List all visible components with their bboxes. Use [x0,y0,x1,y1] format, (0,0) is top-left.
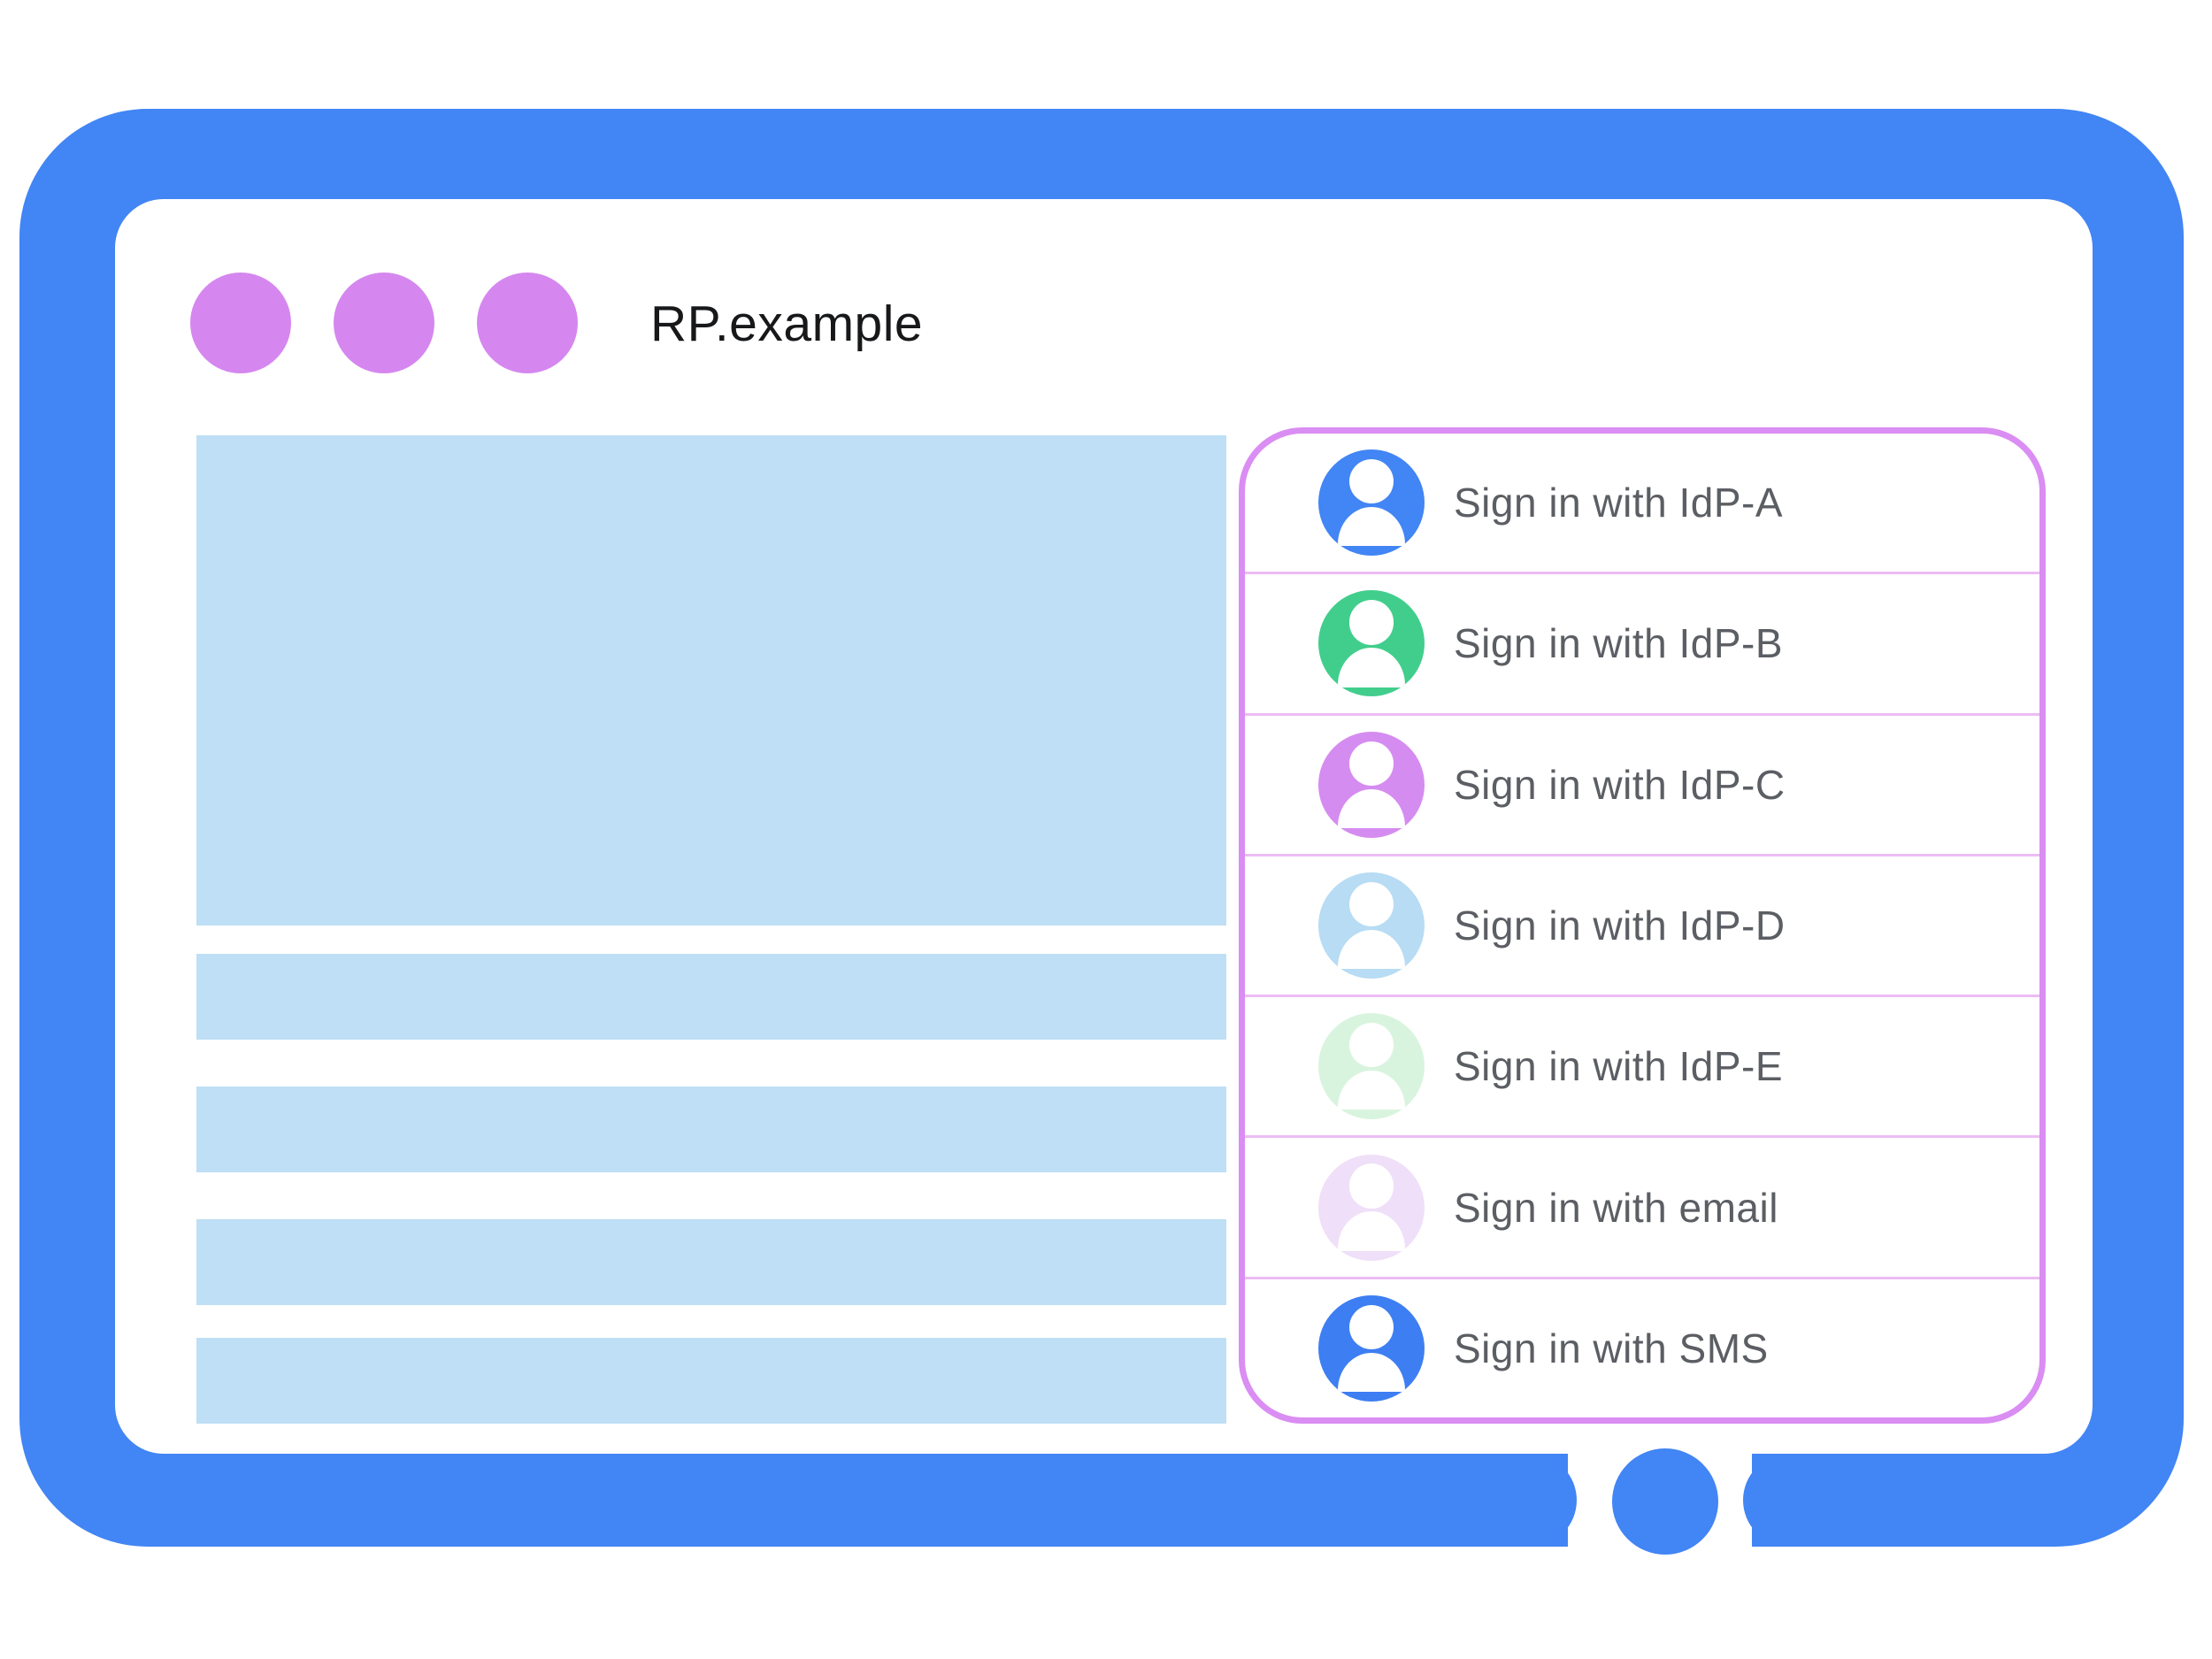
person-icon-head [1348,1164,1394,1209]
signin-option-label: Sign in with IdP-E [1454,1043,1784,1090]
site-title: RP.example [650,296,924,352]
person-icon-head [1348,881,1394,927]
signin-option-label: Sign in with IdP-A [1454,480,1784,526]
signin-option-sms[interactable]: Sign in with SMS [1245,1279,2039,1417]
home-button[interactable] [1612,1448,1718,1555]
person-icon-head [1348,1023,1394,1068]
signin-chooser-panel: Sign in with IdP-A Sign in with IdP-B Si… [1239,427,2046,1424]
signin-option-idp-e[interactable]: Sign in with IdP-E [1245,997,2039,1139]
bezel-cap-right [1743,1454,1840,1547]
person-icon [1318,731,1425,838]
person-icon [1318,590,1425,697]
signin-option-idp-c[interactable]: Sign in with IdP-C [1245,716,2039,856]
person-icon-head [1348,1304,1394,1350]
person-icon-head [1348,458,1394,504]
person-icon-head [1348,741,1394,786]
person-icon-head [1348,600,1394,645]
person-icon [1318,1013,1425,1120]
window-control-dot-1 [190,273,291,373]
person-icon [1318,872,1425,979]
signin-option-label: Sign in with IdP-D [1454,902,1786,949]
person-icon-torso [1337,648,1406,687]
signin-option-label: Sign in with email [1454,1184,1778,1231]
person-icon-torso [1337,1071,1406,1110]
person-icon-torso [1337,929,1406,970]
content-placeholder-line-4 [196,1338,1226,1424]
window-control-dot-3 [477,273,578,373]
person-icon [1318,1294,1425,1402]
content-placeholder-line-2 [196,1087,1226,1172]
signin-option-idp-a[interactable]: Sign in with IdP-A [1245,434,2039,575]
content-placeholder-line-3 [196,1219,1226,1305]
bezel-cap-left [1479,1454,1577,1547]
signin-option-idp-b[interactable]: Sign in with IdP-B [1245,574,2039,716]
window-control-dot-2 [334,273,434,373]
signin-option-label: Sign in with SMS [1454,1325,1769,1371]
person-icon-torso [1337,506,1406,547]
person-icon-torso [1337,1352,1406,1393]
content-placeholder-line-1 [196,954,1226,1040]
person-icon-torso [1337,1211,1406,1251]
person-icon-torso [1337,788,1406,828]
person-icon [1318,449,1425,557]
signin-option-idp-d[interactable]: Sign in with IdP-D [1245,856,2039,998]
signin-option-label: Sign in with IdP-C [1454,761,1786,808]
content-placeholder-hero [196,435,1226,926]
person-icon [1318,1154,1425,1261]
signin-option-email[interactable]: Sign in with email [1245,1138,2039,1279]
signin-option-label: Sign in with IdP-B [1454,620,1784,667]
